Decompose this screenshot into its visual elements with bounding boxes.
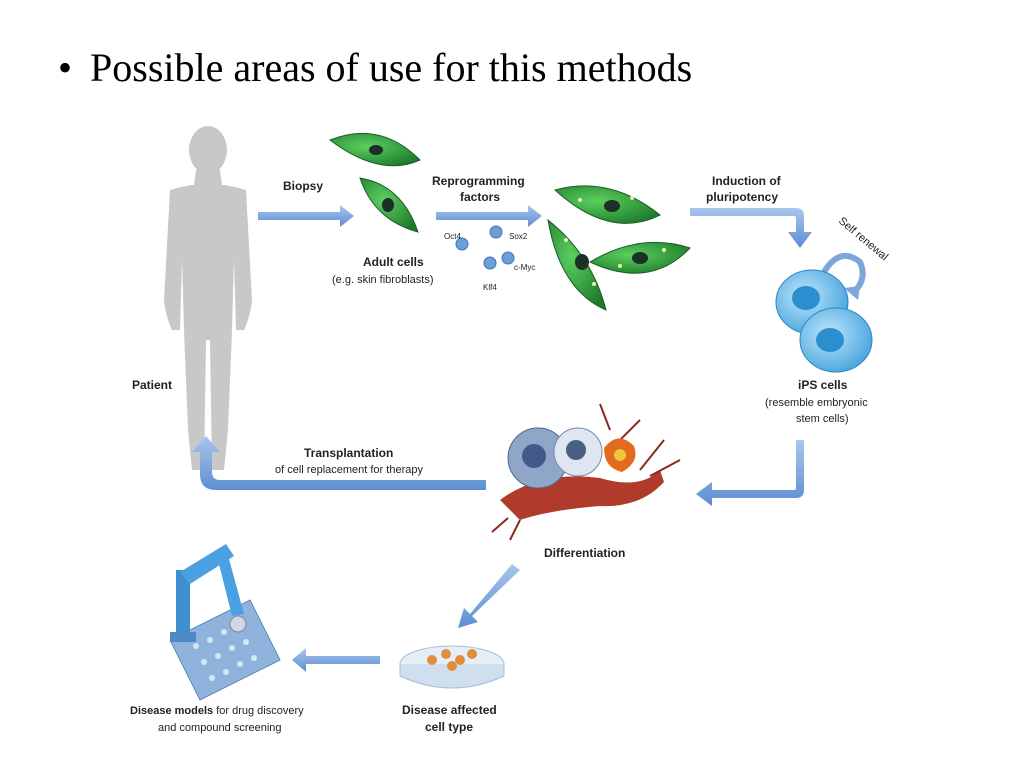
arrow-to-differentiation: [696, 440, 804, 506]
reprogrammed-cells-icon: [547, 185, 691, 311]
label-differentiation: Differentiation: [544, 546, 625, 560]
label-patient: Patient: [132, 378, 172, 392]
label-factor-sox2: Sox2: [509, 232, 528, 241]
adult-cells-icon: [328, 132, 421, 233]
label-disease-affected-line1: Disease affected: [402, 703, 497, 717]
label-transplantation: Transplantation: [304, 446, 393, 460]
slide-title: • Possible areas of use for this methods: [58, 44, 692, 91]
slide-title-text: Possible areas of use for this methods: [90, 45, 693, 90]
label-transplantation-desc: of cell replacement for therapy: [275, 464, 423, 476]
label-disease-models-line2: and compound screening: [158, 722, 282, 734]
label-induction-line1: Induction of: [712, 174, 782, 188]
arrow-to-disease-cell-type: [458, 564, 520, 628]
label-ips-cells: iPS cells: [798, 378, 848, 392]
arrow-reprogramming: [436, 205, 542, 227]
arrow-induction: [690, 208, 812, 248]
arrow-to-disease-models: [292, 648, 380, 672]
petri-dish-icon: [399, 645, 505, 689]
label-factor-klf4: Klf4: [483, 283, 497, 292]
label-factor-oct4: Oct4: [444, 232, 461, 241]
label-adult-cells-example: (e.g. skin fibroblasts): [332, 274, 433, 286]
differentiated-cells-icon: [491, 403, 681, 541]
arrow-transplantation: [192, 436, 486, 490]
label-disease-affected-line2: cell type: [425, 720, 473, 734]
patient-silhouette-icon: [164, 126, 252, 470]
label-induction-line2: pluripotency: [706, 190, 778, 204]
robot-arm-screening-icon: [169, 544, 281, 701]
label-biopsy: Biopsy: [283, 179, 323, 193]
label-reprogramming-line1: Reprogramming: [432, 174, 525, 188]
label-adult-cells: Adult cells: [363, 255, 424, 269]
label-ips-line3: stem cells): [796, 413, 849, 425]
arrow-biopsy: [258, 205, 354, 227]
ips-cells-icon: [775, 269, 873, 373]
label-disease-models: Disease models for drug discovery: [130, 705, 304, 717]
label-reprogramming-line2: factors: [460, 190, 500, 204]
reprogramming-factor-icons: [455, 225, 515, 270]
self-renewal-arrow-icon: [821, 252, 866, 297]
label-factor-cmyc: c-Myc: [514, 263, 535, 272]
label-ips-line2: (resemble embryonic: [765, 397, 868, 409]
bullet-marker: •: [58, 45, 73, 90]
